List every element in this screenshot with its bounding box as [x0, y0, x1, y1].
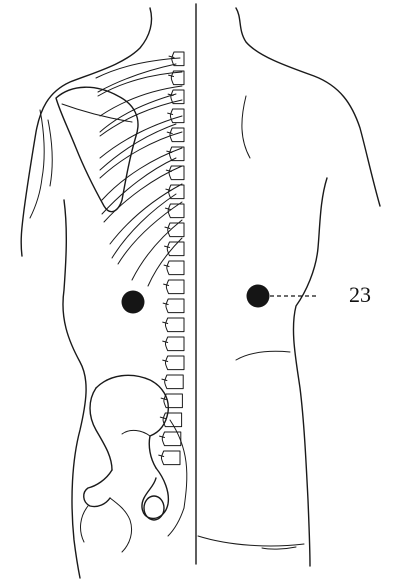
transverse-process	[164, 284, 169, 285]
transverse-process	[163, 322, 168, 323]
transverse-process	[165, 246, 170, 247]
acupoint-left	[122, 291, 145, 314]
vertebra	[170, 147, 185, 161]
vertebra	[165, 375, 184, 389]
vertebra	[166, 299, 184, 313]
vertebra	[171, 71, 184, 85]
transverse-process	[163, 360, 168, 361]
acupoint-right	[247, 285, 270, 308]
vertebra	[161, 451, 180, 465]
transverse-process	[169, 56, 174, 57]
transverse-process	[160, 436, 165, 437]
vertebral-column	[159, 52, 184, 465]
transverse-process	[166, 170, 171, 171]
transverse-process	[163, 341, 168, 342]
transverse-process	[162, 379, 167, 380]
transverse-process	[161, 398, 166, 399]
transverse-process	[166, 189, 171, 190]
vertebra	[164, 394, 183, 408]
vertebra	[165, 356, 184, 370]
vertebra	[167, 261, 184, 275]
vertebra	[166, 280, 184, 294]
transverse-process	[167, 132, 172, 133]
point-label: 23	[349, 282, 371, 307]
transverse-process	[160, 417, 165, 418]
transverse-process	[163, 303, 168, 304]
transverse-process	[168, 113, 173, 114]
transverse-process	[165, 208, 170, 209]
pelvis	[81, 375, 187, 552]
transverse-process	[165, 227, 170, 228]
transverse-process	[167, 151, 172, 152]
transverse-process	[168, 94, 173, 95]
transverse-process	[159, 455, 164, 456]
vertebra	[165, 318, 184, 332]
vertebra	[165, 337, 184, 351]
transverse-process	[169, 75, 174, 76]
transverse-process	[164, 265, 169, 266]
